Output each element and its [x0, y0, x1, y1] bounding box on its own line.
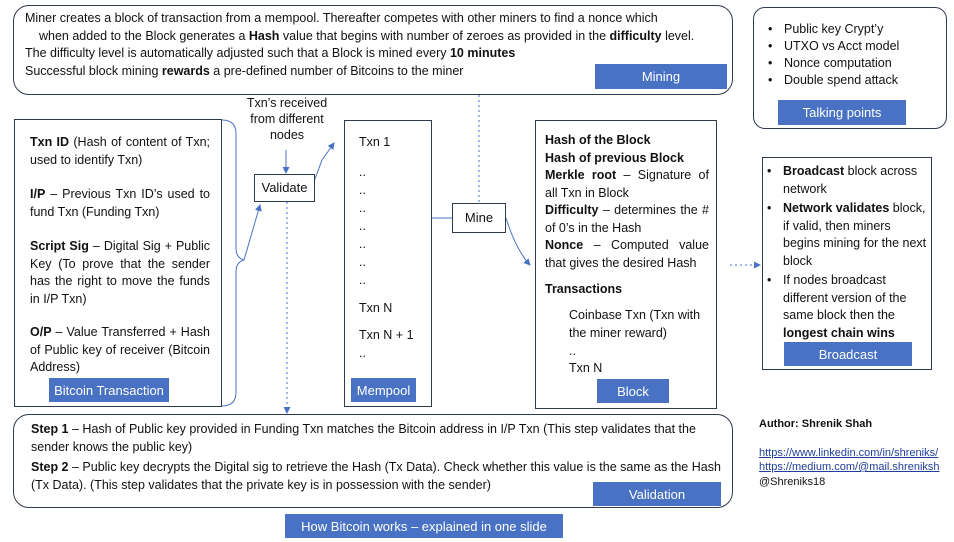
linkedin-link[interactable]: https://www.linkedin.com/in/shreniks/ [759, 447, 939, 459]
broadcast-panel: Broadcast block across network Network v… [762, 157, 932, 370]
mining-line-3: The difficulty level is automatically ad… [25, 46, 516, 60]
mempool-dots: .. [359, 183, 366, 197]
block-coinbase-txn: Coinbase Txn (Txn with the miner reward) [569, 308, 701, 340]
block-hash: Hash of the Block [545, 133, 651, 147]
mempool-dots: .. [359, 219, 366, 233]
validation-panel: Step 1 – Hash of Public key provided in … [13, 414, 733, 508]
author-name: Author: Shrenik Shah [759, 418, 873, 430]
twitter-handle: @Shreniks18 [759, 476, 826, 488]
block-dots: .. [569, 344, 576, 358]
mempool-txn-n: Txn N [359, 301, 393, 315]
block-label: Block [597, 379, 669, 403]
mine-to-block-arrow [505, 217, 531, 266]
validate-label: Validate [261, 180, 308, 196]
broadcast-item: Network validates block, if valid, then … [763, 200, 929, 270]
validation-label: Validation [593, 482, 721, 506]
broadcast-label: Broadcast [784, 342, 912, 366]
mine-label: Mine [464, 210, 494, 226]
txn-id-field: Txn ID (Hash of content of Txn; used to … [30, 135, 210, 167]
brace-to-validate-line [243, 204, 262, 261]
mempool-label: Mempool [351, 378, 416, 402]
mempool-dots: .. [359, 273, 366, 287]
block-merkle-root: Merkle root – Signature of all Txn in Bl… [545, 168, 709, 200]
broadcast-item: Broadcast block across network [763, 163, 929, 198]
received-note: Txn’s received from different nodes [246, 96, 328, 142]
mempool-dots: .. [359, 165, 366, 179]
talking-point: Nonce computation [764, 55, 944, 72]
mining-line-4: Successful block mining rewards a pre-de… [25, 63, 464, 78]
validate-to-mempool-arrow [311, 142, 335, 188]
talking-points-label: Talking points [778, 100, 906, 125]
bitcoin-transaction-label: Bitcoin Transaction [49, 378, 169, 402]
transaction-brace [221, 119, 245, 407]
script-sig-field: Script Sig – Digital Sig + Public Key (T… [30, 239, 210, 306]
mempool-dots: .. [359, 346, 366, 360]
mempool-dots: .. [359, 237, 366, 251]
mempool-panel: Txn 1 .. .. .. .. .. .. .. Txn N Txn N +… [344, 120, 432, 407]
block-transactions-heading: Transactions [545, 282, 623, 296]
mempool-dots: .. [359, 255, 366, 269]
medium-link[interactable]: https://medium.com/@mail.shreniksh [759, 461, 940, 473]
mining-label: Mining [595, 64, 727, 89]
talking-point: UTXO vs Acct model [764, 38, 944, 55]
validation-step-2: Step 2 – Public key decrypts the Digital… [31, 460, 721, 492]
mempool-txn-n1: Txn N + 1 [359, 328, 414, 342]
mine-node: Mine [452, 203, 506, 233]
mining-line-1: Miner creates a block of transaction fro… [25, 11, 658, 25]
block-nonce: Nonce – Computed value that gives the de… [545, 238, 709, 270]
broadcast-item: If nodes broadcast different version of … [763, 272, 929, 342]
talking-point: Public key Crypt’y [764, 21, 944, 38]
block-panel: Hash of the Block Hash of previous Block… [535, 120, 717, 409]
block-txn-n: Txn N [569, 361, 603, 375]
talking-point: Double spend attack [764, 72, 944, 89]
output-field: O/P – Value Transferred + Hash of Public… [30, 325, 210, 374]
validate-node: Validate [254, 174, 315, 202]
bitcoin-transaction-panel: Txn ID (Hash of content of Txn; used to … [14, 119, 222, 407]
input-field: I/P – Previous Txn ID’s used to fund Txn… [30, 187, 210, 219]
broadcast-list: Broadcast block across network Network v… [763, 163, 929, 342]
mining-line-2: when added to the Block generates a Hash… [39, 28, 695, 43]
talking-points-list: Public key Crypt’y UTXO vs Acct model No… [764, 21, 944, 89]
talking-points-panel: Public key Crypt’y UTXO vs Acct model No… [753, 7, 947, 129]
block-difficulty: Difficulty – determines the # of 0’s in … [545, 203, 709, 235]
mining-panel: Miner creates a block of transaction fro… [13, 5, 733, 95]
slide-title: How Bitcoin works – explained in one sli… [285, 514, 563, 538]
block-prev-hash: Hash of previous Block [545, 151, 684, 165]
mempool-txn-1: Txn 1 [359, 135, 391, 149]
mining-text: Miner creates a block of transaction fro… [25, 10, 725, 80]
mempool-dots: .. [359, 201, 366, 215]
validation-step-1: Step 1 – Hash of Public key provided in … [31, 422, 696, 454]
